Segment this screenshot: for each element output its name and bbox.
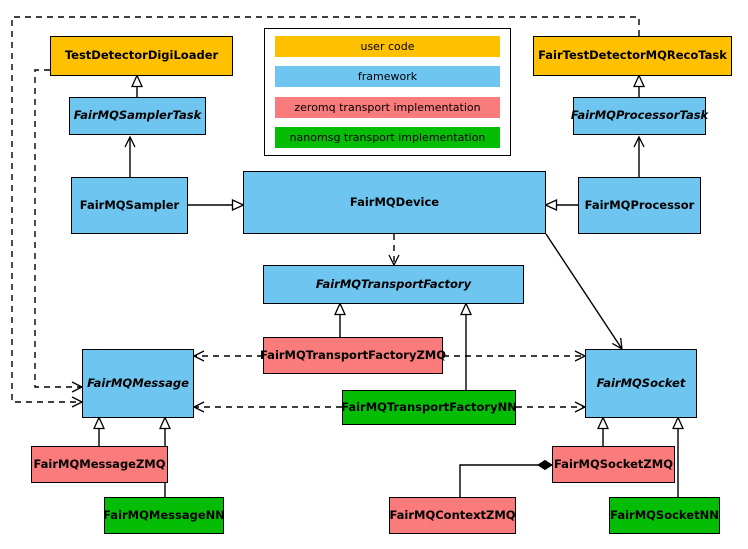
- class-node-fairmqdevice[interactable]: FairMQDevice: [243, 171, 546, 234]
- legend-item-nanomsg: nanomsg transport implementation: [275, 126, 500, 148]
- class-node-fairmqsampler[interactable]: FairMQSampler: [71, 177, 188, 234]
- legend-item-zeromq: zeromq transport implementation: [275, 96, 500, 118]
- legend-item-user-code: user code: [275, 36, 500, 57]
- class-node-fairmqsocketnn[interactable]: FairMQSocketNN: [609, 497, 720, 534]
- class-node-fairmqmessagenn[interactable]: FairMQMessageNN: [103, 497, 225, 534]
- class-node-fairmqprocessor[interactable]: FairMQProcessor: [578, 177, 701, 234]
- class-node-fairmqmessage[interactable]: FairMQMessage: [82, 349, 194, 418]
- legend: user code framework zeromq transport imp…: [264, 28, 511, 156]
- class-node-testdetectordigiloader[interactable]: TestDetectorDigiLoader: [50, 36, 233, 76]
- class-node-fairmqmessagezmq[interactable]: FairMQMessageZMQ: [31, 446, 168, 483]
- class-node-fairtestdetectormqrecotask[interactable]: FairTestDetectorMQRecoTask: [533, 36, 732, 76]
- class-node-fairmqsocketzmq[interactable]: FairMQSocketZMQ: [552, 446, 675, 483]
- class-node-fairmqtransportfactoryzmq[interactable]: FairMQTransportFactoryZMQ: [260, 337, 446, 374]
- legend-item-framework: framework: [275, 66, 500, 88]
- class-node-fairmqcontextzmq[interactable]: FairMQContextZMQ: [389, 497, 516, 534]
- class-node-fairmqsamplertask[interactable]: FairMQSamplerTask: [69, 97, 206, 135]
- class-node-fairmqsocket[interactable]: FairMQSocket: [585, 349, 697, 418]
- class-node-fairmqtransportfactory[interactable]: FairMQTransportFactory: [263, 265, 524, 304]
- class-node-fairmqprocessortask[interactable]: FairMQProcessorTask: [571, 97, 708, 135]
- class-node-fairmqtransportfactorynn[interactable]: FairMQTransportFactoryNN: [341, 390, 517, 425]
